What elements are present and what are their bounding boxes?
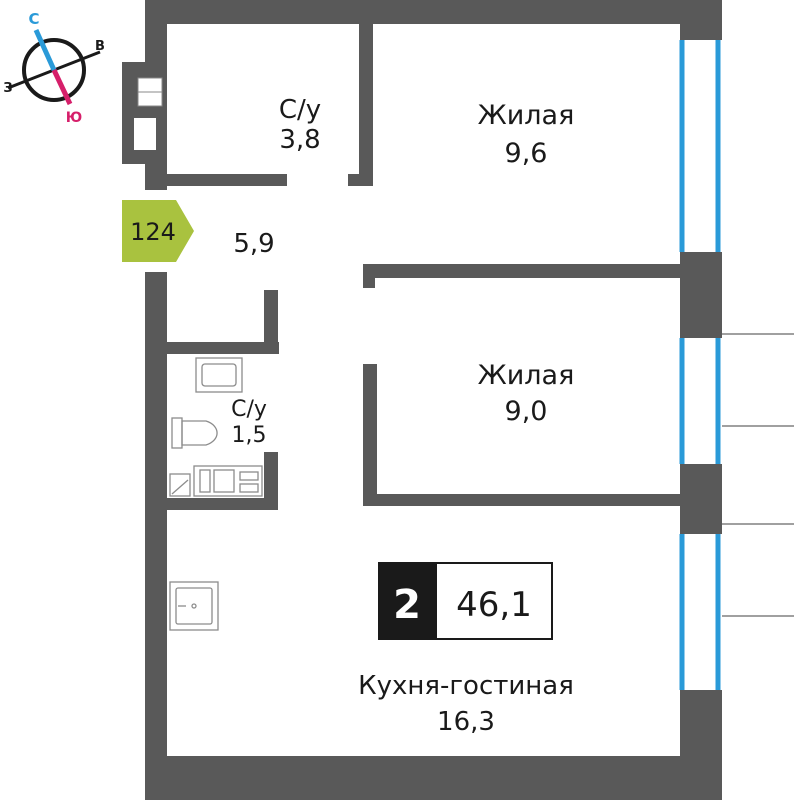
compass-south-needle bbox=[51, 68, 73, 106]
fixtures bbox=[169, 357, 263, 631]
window-middle bbox=[679, 338, 722, 464]
balconies bbox=[719, 333, 794, 617]
entrance-badge: 124 bbox=[122, 200, 194, 262]
total-area: 46,1 bbox=[456, 585, 532, 625]
compass-circle bbox=[22, 38, 86, 102]
living-upper-area: 9,6 bbox=[505, 138, 548, 169]
balcony-lower bbox=[719, 523, 794, 617]
washbasin-icon bbox=[169, 473, 191, 497]
entrance-number: 124 bbox=[130, 218, 176, 246]
stove-icon bbox=[169, 581, 219, 631]
room-count: 2 bbox=[393, 582, 421, 628]
summary-badge: 2 46,1 bbox=[378, 562, 553, 640]
window-upper bbox=[679, 40, 722, 252]
bathroom-upper-name: С/у bbox=[279, 95, 321, 125]
bathtub-icon bbox=[193, 465, 263, 497]
bathroom-lower-area: 1,5 bbox=[232, 423, 267, 448]
compass: С В З Ю bbox=[3, 10, 105, 126]
toilet-icon bbox=[171, 417, 218, 449]
compass-west-label: З bbox=[3, 81, 12, 96]
living-lower-area: 9,0 bbox=[505, 396, 548, 427]
window-lower bbox=[679, 534, 722, 690]
compass-east-label: В bbox=[95, 39, 105, 54]
interior-walls bbox=[167, 24, 680, 510]
balcony-upper bbox=[719, 333, 794, 427]
compass-south-label: Ю bbox=[66, 110, 82, 126]
outer-walls bbox=[145, 0, 722, 800]
living-lower-name: Жилая bbox=[478, 360, 575, 391]
ventilation-shaft bbox=[122, 62, 167, 164]
hall-area: 5,9 bbox=[233, 229, 274, 259]
windows bbox=[679, 40, 722, 690]
bathroom-upper-area: 3,8 bbox=[279, 125, 320, 155]
bathroom-lower-name: С/у bbox=[231, 397, 267, 422]
compass-north-label: С bbox=[28, 10, 39, 28]
compass-north-needle bbox=[33, 28, 57, 72]
kitchen-name: Кухня-гостиная bbox=[358, 671, 574, 701]
room-labels: С/у 3,8 5,9 Жилая 9,6 Жилая 9,0 С/у 1,5 … bbox=[231, 95, 574, 737]
sink-icon bbox=[195, 357, 243, 393]
kitchen-area: 16,3 bbox=[437, 707, 495, 737]
living-upper-name: Жилая bbox=[478, 100, 575, 131]
